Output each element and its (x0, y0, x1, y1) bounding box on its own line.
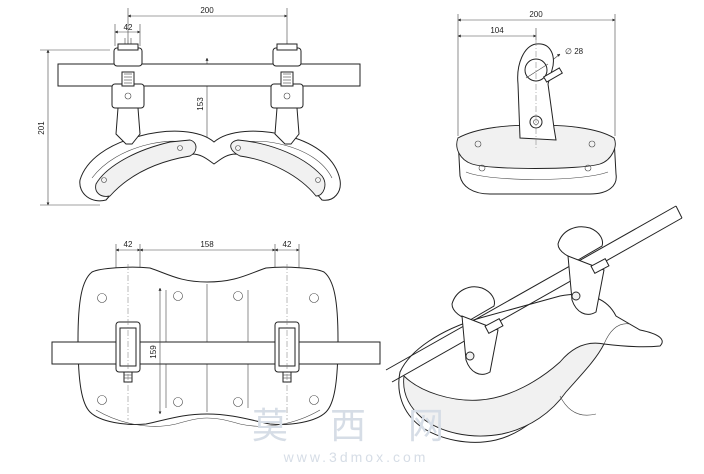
side-offset-label: 104 (490, 26, 504, 35)
top-view: 42 158 42 (51, 240, 381, 427)
side-view: 200 104 ∅ 28 (456, 10, 617, 195)
front-view: 200 42 201 153 (37, 6, 361, 206)
front-inner-height-label: 153 (196, 97, 205, 111)
watermark-url: www.3dmox.com (283, 449, 429, 465)
isometric-view (385, 205, 683, 443)
front-width-label: 200 (200, 6, 214, 15)
top-cable (51, 341, 381, 365)
front-cable (57, 63, 361, 87)
side-width-label: 200 (529, 10, 543, 19)
iso-cable (385, 205, 677, 371)
watermark-logo-text: 莫 西 网 (252, 405, 460, 446)
front-clamp-right (270, 43, 304, 145)
top-left-clamp-label: 42 (124, 240, 133, 249)
front-clamp-label: 42 (124, 23, 133, 32)
top-depth-label: 159 (149, 345, 158, 359)
top-right-clamp-label: 42 (283, 240, 292, 249)
iso-clamp-left (451, 286, 504, 375)
iso-clamp-right (557, 226, 610, 315)
front-height-label: 201 (37, 121, 46, 135)
side-diameter-label: ∅ 28 (565, 47, 584, 56)
top-span-label: 158 (200, 240, 214, 249)
front-clamp-left (111, 43, 145, 145)
